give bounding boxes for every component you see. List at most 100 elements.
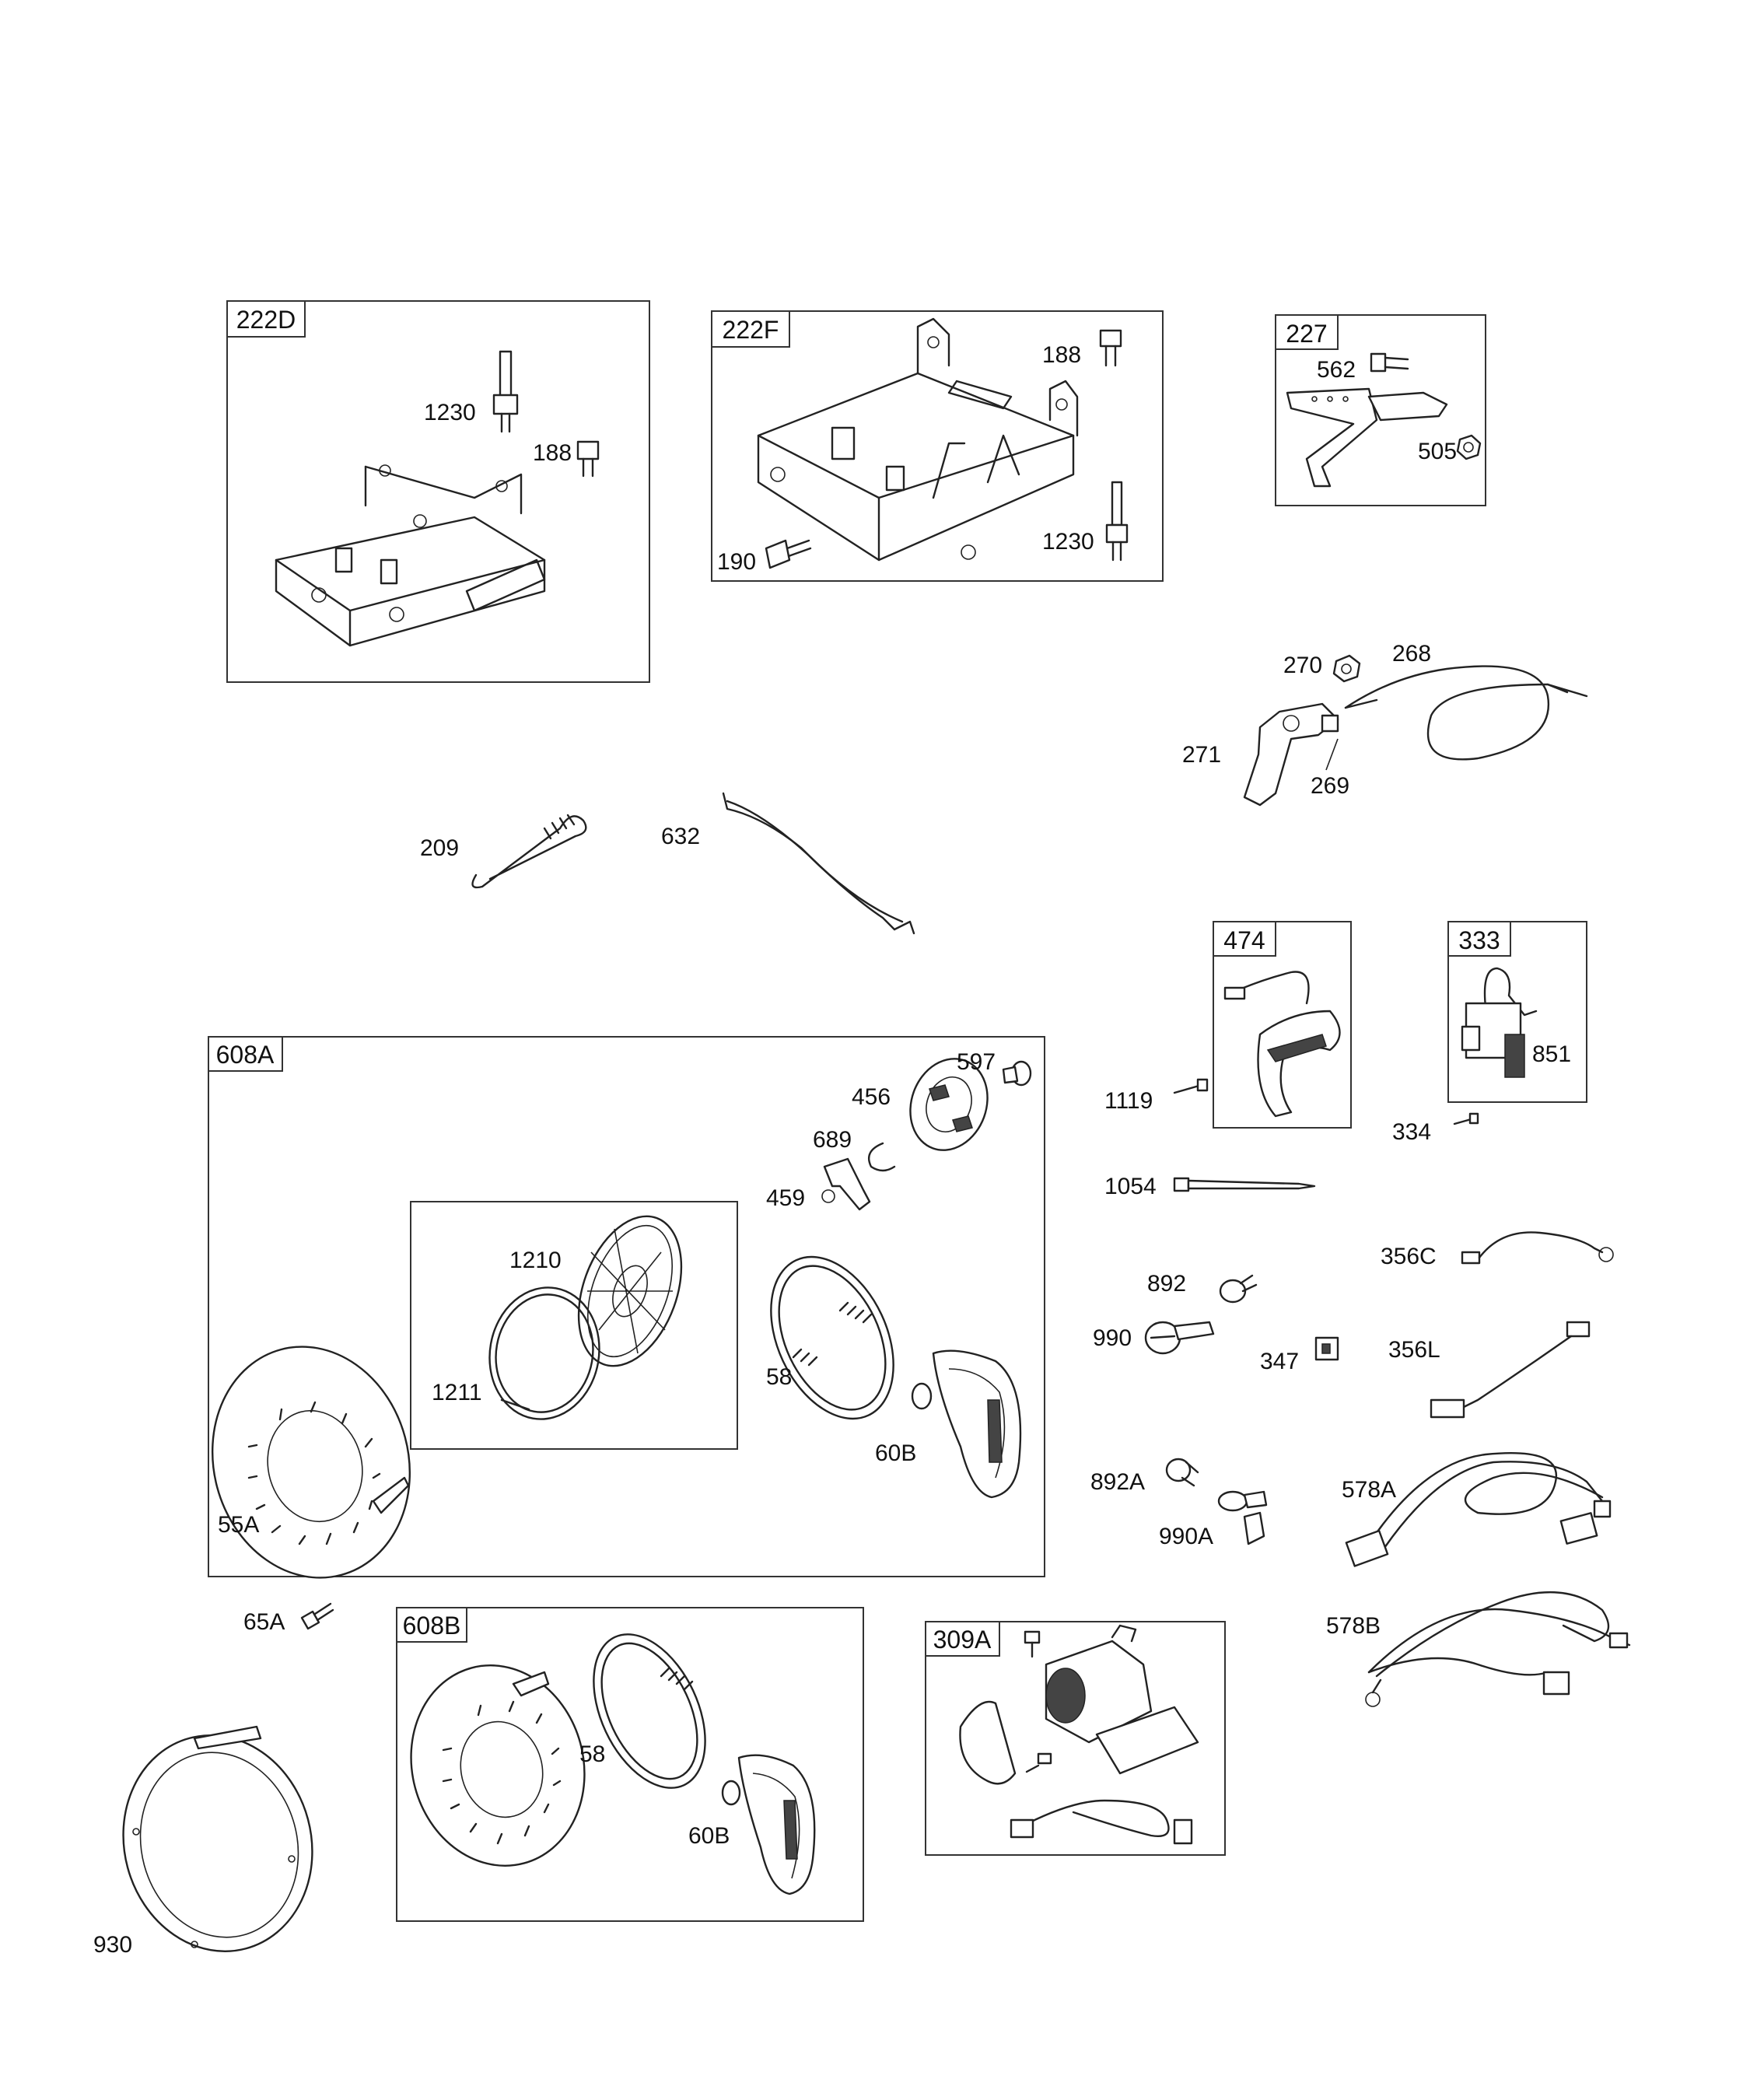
label-459: 459 xyxy=(766,1185,805,1211)
label-505: 505 xyxy=(1418,439,1457,464)
bracket-271-icon xyxy=(1243,702,1339,807)
label-892: 892 xyxy=(1147,1271,1186,1297)
label-356L: 356L xyxy=(1388,1337,1440,1363)
nut-505-icon xyxy=(1456,434,1482,460)
shroud-608B-icon xyxy=(410,1664,586,1867)
label-356C: 356C xyxy=(1381,1244,1437,1269)
box-222D: 222D 1230 188 xyxy=(226,300,650,683)
box-label-608A: 608A xyxy=(216,1041,275,1069)
label-270: 270 xyxy=(1283,653,1322,678)
box-label-222F: 222F xyxy=(723,316,779,344)
label-1230: 1230 xyxy=(1042,529,1094,555)
bolt-188-icon xyxy=(1099,329,1122,367)
label-65A: 65A xyxy=(243,1609,285,1635)
key-switch-990A-icon xyxy=(1217,1490,1268,1545)
screw-597-icon xyxy=(1002,1060,1032,1087)
label-632: 632 xyxy=(661,824,700,849)
stud-1230-icon xyxy=(1105,481,1129,562)
starter-motor-309A-icon xyxy=(1045,1624,1199,1775)
box-227: 227 562 505 xyxy=(1275,314,1486,506)
label-990: 990 xyxy=(1093,1325,1132,1351)
ignition-coil-333-icon xyxy=(1461,967,1538,1078)
screw-65A-icon xyxy=(300,1602,334,1630)
label-1119: 1119 xyxy=(1104,1088,1153,1114)
label-209: 209 xyxy=(420,835,459,861)
spring-632-icon xyxy=(722,792,915,935)
spring-58-icon xyxy=(770,1255,894,1420)
harness-578A-icon xyxy=(1345,1451,1612,1567)
label-188: 188 xyxy=(533,440,572,466)
label-597: 597 xyxy=(957,1049,996,1075)
label-334: 334 xyxy=(1392,1119,1431,1145)
box-label-222D: 222D xyxy=(236,306,296,334)
screw-1119-icon xyxy=(1173,1078,1209,1094)
handle-60B-icon xyxy=(911,1349,1022,1499)
shroud-slots-icon xyxy=(247,1401,381,1545)
label-269: 269 xyxy=(1311,773,1349,799)
wire-356C-icon xyxy=(1461,1231,1614,1265)
bracket-309A-icon xyxy=(959,1700,1017,1785)
pulley-1210-icon xyxy=(577,1215,683,1367)
label-1054: 1054 xyxy=(1104,1174,1157,1199)
box-474: 474 xyxy=(1213,921,1352,1129)
label-1210: 1210 xyxy=(509,1248,562,1273)
label-1211: 1211 xyxy=(432,1380,482,1405)
label-562: 562 xyxy=(1317,357,1356,383)
guard-ring-930-icon xyxy=(122,1725,313,1952)
box-label-333: 333 xyxy=(1458,926,1500,954)
label-60B: 60B xyxy=(875,1440,916,1466)
shroud-55A-icon xyxy=(211,1346,411,1579)
screw-309A-icon xyxy=(1024,1630,1052,1773)
cup-456-icon xyxy=(909,1058,989,1151)
label-578A: 578A xyxy=(1342,1477,1396,1503)
label-55A: 55A xyxy=(218,1512,259,1538)
label-689: 689 xyxy=(813,1127,852,1153)
switch-990-icon xyxy=(1144,1321,1215,1355)
box-333: 333 xyxy=(1447,921,1587,1103)
label-190: 190 xyxy=(717,549,756,575)
label-851: 851 xyxy=(1532,1041,1571,1067)
label-188: 188 xyxy=(1042,342,1081,368)
label-456: 456 xyxy=(852,1084,891,1110)
label-1230: 1230 xyxy=(424,400,476,425)
harness-578B-icon xyxy=(1365,1591,1631,1707)
cable-268-icon xyxy=(1344,665,1588,761)
handle-60B-icon xyxy=(721,1754,816,1895)
screw-334-icon xyxy=(1453,1112,1479,1125)
box-608A: 608A xyxy=(208,1036,1045,1579)
label-58: 58 xyxy=(766,1364,792,1390)
box-309A: 309A xyxy=(925,1621,1226,1856)
switch-892A-icon xyxy=(1165,1458,1199,1487)
label-60B: 60B xyxy=(688,1823,730,1849)
switch-347-icon xyxy=(1314,1336,1339,1361)
rewind-spring-1211-icon xyxy=(488,1286,600,1420)
label-271: 271 xyxy=(1182,742,1221,768)
bolt-188-icon xyxy=(576,440,600,478)
bracket-227-icon xyxy=(1286,387,1448,488)
bolt-562-icon xyxy=(1370,352,1409,373)
leader-269 xyxy=(1325,738,1339,771)
base-plate-222F-icon xyxy=(757,317,1079,562)
label-930: 930 xyxy=(93,1932,132,1958)
base-plate-222D-icon xyxy=(275,464,546,647)
box-label-309A: 309A xyxy=(933,1626,992,1654)
ignition-coil-474-icon xyxy=(1223,971,1341,1118)
label-58: 58 xyxy=(579,1741,605,1767)
box-608B: 608B 58 60B xyxy=(396,1607,864,1922)
dog-459-icon xyxy=(821,1157,871,1211)
spring-58-icon xyxy=(593,1633,706,1789)
starter-cable-309A-icon xyxy=(1010,1799,1193,1845)
spring-209-icon xyxy=(471,814,587,889)
label-990A: 990A xyxy=(1159,1524,1213,1549)
box-label-474: 474 xyxy=(1223,926,1265,954)
box-222F: 222F 188 xyxy=(711,310,1164,582)
nut-270-icon xyxy=(1332,654,1361,683)
label-892A: 892A xyxy=(1090,1469,1145,1495)
wire-356L-icon xyxy=(1430,1321,1591,1419)
label-347: 347 xyxy=(1260,1349,1299,1374)
cable-tie-1054-icon xyxy=(1173,1177,1316,1192)
box-label-227: 227 xyxy=(1286,320,1327,348)
label-268: 268 xyxy=(1392,641,1431,667)
box-label-608B: 608B xyxy=(403,1612,461,1640)
